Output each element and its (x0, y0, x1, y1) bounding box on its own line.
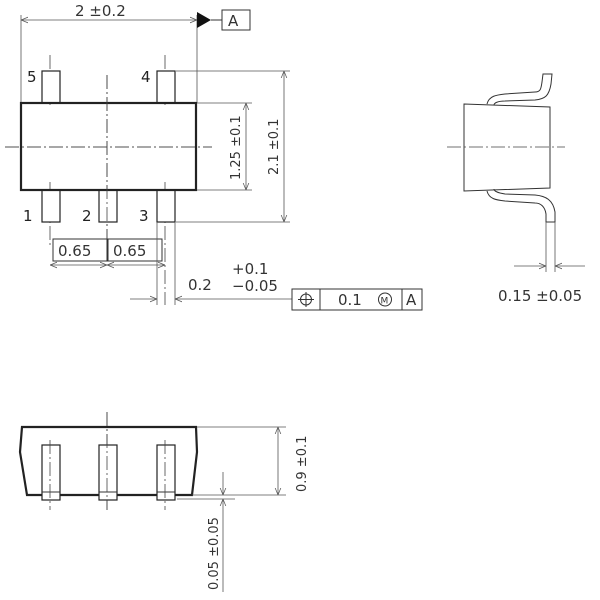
pin-3-label: 3 (139, 207, 149, 225)
lead-pin-1 (41, 189, 61, 223)
lead-width-nominal: 0.2 (188, 276, 212, 294)
lead-pin-2 (98, 189, 118, 223)
fcf-modifier: M (381, 297, 389, 307)
lead-thickness-dim-label: 0.15 ±0.05 (498, 287, 582, 305)
side-view: 0.15 ±0.05 (447, 73, 585, 305)
pin-2-label: 2 (82, 207, 92, 225)
pitch-1-label: 0.65 (58, 242, 91, 260)
lead-pin-3 (156, 189, 176, 223)
datum-triangle-icon (197, 12, 211, 28)
position-icon (298, 292, 314, 307)
feature-control-frame: 0.1 M A (291, 288, 423, 311)
package-body (19, 101, 198, 192)
lead-pin-5 (41, 70, 61, 104)
standoff-dim-label: 0.05 ±0.05 (207, 517, 222, 590)
width-dim-label: 2 ±0.2 (75, 2, 126, 20)
mmc-modifier-icon (378, 292, 392, 307)
body-height-dim-label: 1.25 ±0.1 (229, 115, 244, 180)
lead-width-tol-plus: +0.1 (232, 260, 268, 278)
pin-1-label: 1 (23, 207, 33, 225)
pitch-2-label: 0.65 (113, 242, 146, 260)
side-body (463, 103, 551, 192)
pin-5-label: 5 (27, 68, 37, 86)
front-height-dim-label: 0.9 ±0.1 (295, 436, 310, 492)
front-lead-3 (156, 444, 176, 501)
lead-pin-4 (156, 70, 176, 104)
fcf-tolerance: 0.1 (338, 291, 362, 309)
top-view: 2 ±0.2 A 5 4 1 2 3 1.25 ±0.1 (5, 2, 423, 311)
fcf-datum: A (406, 291, 417, 309)
front-lead-2 (98, 444, 118, 501)
pin-4-label: 4 (141, 68, 151, 86)
front-lead-1 (41, 444, 61, 501)
lead-width-tol-minus: −0.05 (232, 277, 278, 295)
total-height-dim-label: 2.1 ±0.1 (267, 119, 282, 175)
datum-a-label: A (228, 12, 239, 30)
front-view: 0.9 ±0.1 0.05 ±0.05 (18, 412, 310, 592)
